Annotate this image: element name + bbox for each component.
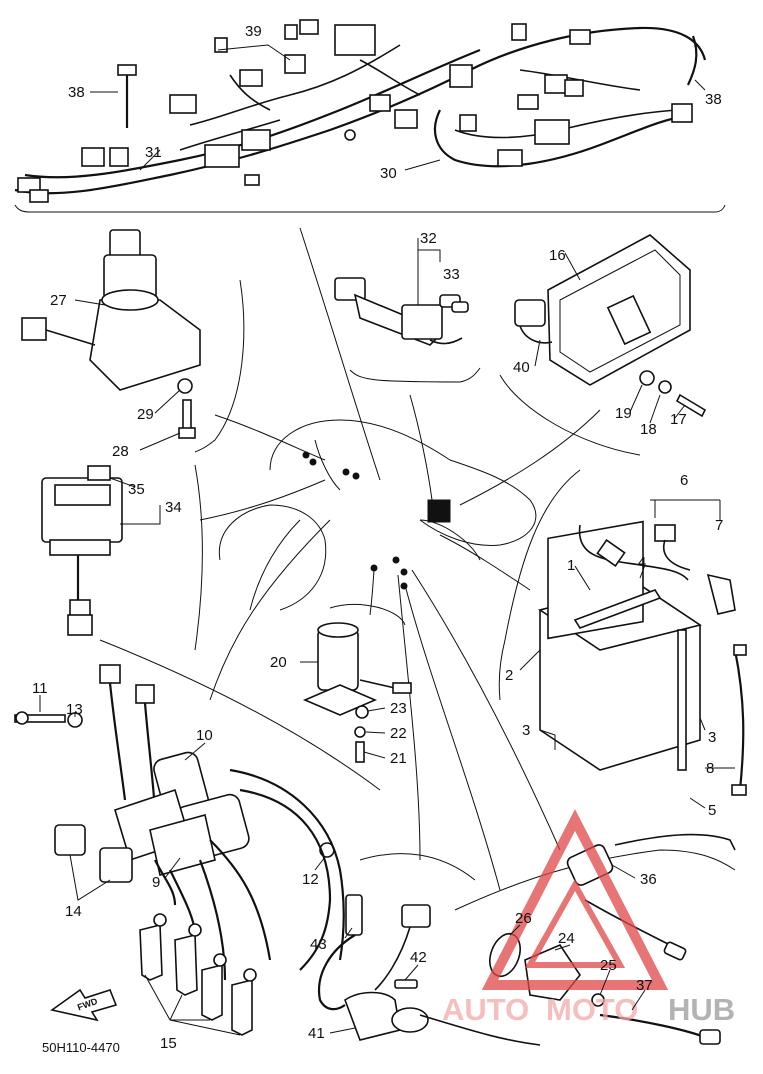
callout-9: 9 [152, 874, 160, 891]
callout-42: 42 [410, 949, 427, 966]
callout-41: 41 [308, 1025, 325, 1042]
forward-arrow: FWD [50, 988, 118, 1022]
callout-18: 18 [640, 421, 657, 438]
callout-40: 40 [513, 359, 530, 376]
watermark-triangle [481, 809, 669, 990]
callout-33: 33 [443, 266, 460, 283]
callout-31: 31 [145, 144, 162, 161]
callout-28: 28 [112, 443, 129, 460]
part-code: 50H110-4470 [42, 1040, 120, 1055]
callout-6: 6 [680, 472, 688, 489]
callout-1: 1 [567, 557, 575, 574]
watermark-text-auto: AUTO [442, 992, 529, 1027]
callout-8: 8 [706, 760, 714, 777]
callout-29: 29 [137, 406, 154, 423]
cdi-unit [514, 234, 707, 418]
fuse-holder [334, 277, 469, 346]
callout-labels: 38 39 38 31 30 32 33 16 27 40 29 19 18 1… [32, 23, 723, 1055]
callout-3-right: 3 [708, 729, 716, 746]
starter-solenoid [302, 622, 412, 763]
callout-32: 32 [420, 230, 437, 247]
callout-4: 4 [638, 554, 646, 571]
callout-7: 7 [715, 517, 723, 534]
callout-37: 37 [636, 977, 653, 994]
callout-38-left: 38 [68, 84, 85, 101]
plug-caps [139, 913, 257, 1036]
callout-14: 14 [65, 903, 82, 920]
main-switch [21, 229, 201, 439]
watermark: AUTO MOTO HUB [442, 809, 735, 1027]
group-brackets [99, 279, 736, 911]
callout-3-left: 3 [522, 722, 530, 739]
callout-25: 25 [600, 957, 617, 974]
callout-35: 35 [128, 481, 145, 498]
starter-relay [41, 465, 123, 636]
ignition-coils [14, 664, 345, 981]
callout-30: 30 [380, 165, 397, 182]
callout-leaders [39, 44, 735, 1036]
callout-16: 16 [549, 247, 566, 264]
callout-15: 15 [160, 1035, 177, 1052]
watermark-triangle-inner [524, 878, 626, 968]
callout-2: 2 [505, 667, 513, 684]
watermark-text-moto: MOTO [546, 992, 638, 1027]
callout-20: 20 [270, 654, 287, 671]
watermark-text-hub: HUB [668, 992, 735, 1027]
callout-21: 21 [390, 750, 407, 767]
callout-13: 13 [66, 701, 83, 718]
callout-43: 43 [310, 936, 327, 953]
callout-5: 5 [708, 802, 716, 819]
callout-12: 12 [302, 871, 319, 888]
caps [54, 824, 133, 883]
callout-26: 26 [515, 910, 532, 927]
frame-outline [199, 227, 601, 891]
callout-36: 36 [640, 871, 657, 888]
sensor-assembly [317, 894, 541, 1046]
callout-34: 34 [165, 499, 182, 516]
callout-38-right: 38 [705, 91, 722, 108]
callout-17: 17 [670, 411, 687, 428]
callout-39: 39 [245, 23, 262, 40]
callout-19: 19 [615, 405, 632, 422]
callout-11: 11 [32, 680, 48, 697]
callout-22: 22 [390, 725, 407, 742]
battery [538, 520, 747, 796]
wire-harness [14, 19, 726, 213]
callout-24: 24 [558, 930, 575, 947]
callout-23: 23 [390, 700, 407, 717]
callout-27: 27 [50, 292, 67, 309]
callout-10: 10 [196, 727, 213, 744]
